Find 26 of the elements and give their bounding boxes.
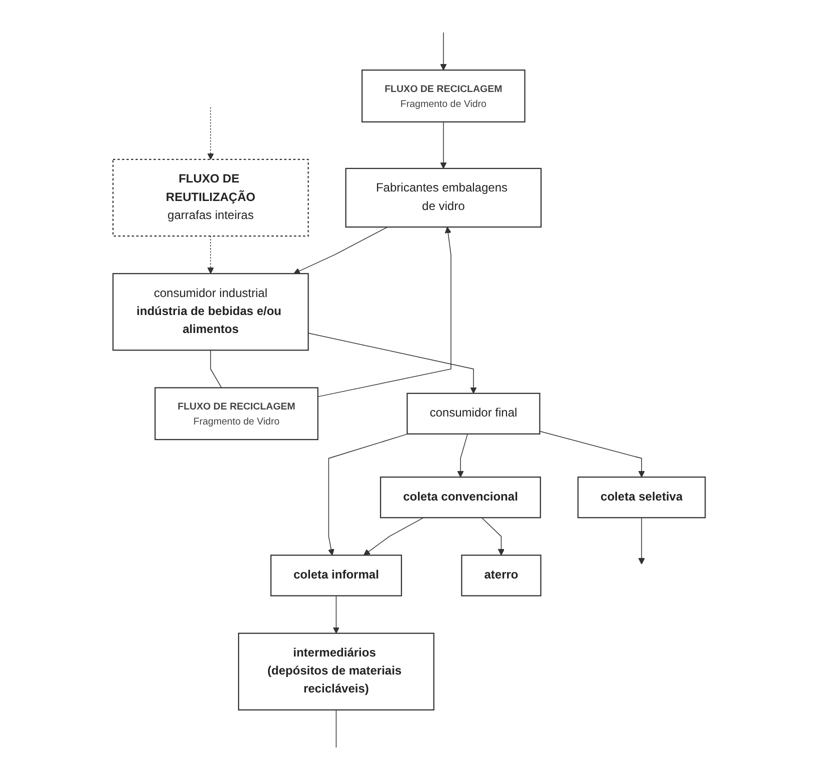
arrow (317, 226, 452, 398)
node-box: FLUXO DE RECICLAGEM Fragmento de Vidro (361, 70, 526, 122)
connector (210, 350, 222, 388)
node-box: coleta informal (270, 554, 402, 596)
arrow (328, 434, 408, 556)
node-box: FLUXO DE REUTILIZAÇÃO garrafas inteiras (112, 158, 309, 237)
arrow (207, 236, 214, 274)
arrow (293, 226, 388, 274)
arrow (440, 32, 447, 70)
arrow (539, 430, 645, 478)
arrow (207, 106, 214, 160)
node-box: coleta convencional (380, 476, 541, 518)
node-box: FLUXO DE RECICLAGEM Fragmento de Vidro (154, 387, 318, 440)
arrow (363, 517, 424, 556)
arrow (481, 517, 504, 556)
node-box: coleta seletiva (577, 476, 706, 518)
arrow (440, 122, 447, 169)
arrow (308, 332, 477, 394)
node-box: consumidor final (406, 392, 540, 434)
arrow (638, 517, 645, 565)
node-box: Fabricantes embalagens de vidro (345, 168, 542, 228)
arrow (332, 595, 340, 634)
node-box: consumidor industrial indústria de bebidas e/ou alimentos (112, 273, 309, 351)
arrow (457, 434, 468, 478)
node-box: aterro (461, 554, 542, 596)
node-box: intermediários (depósitos de materiais recicláveis) (238, 632, 434, 710)
